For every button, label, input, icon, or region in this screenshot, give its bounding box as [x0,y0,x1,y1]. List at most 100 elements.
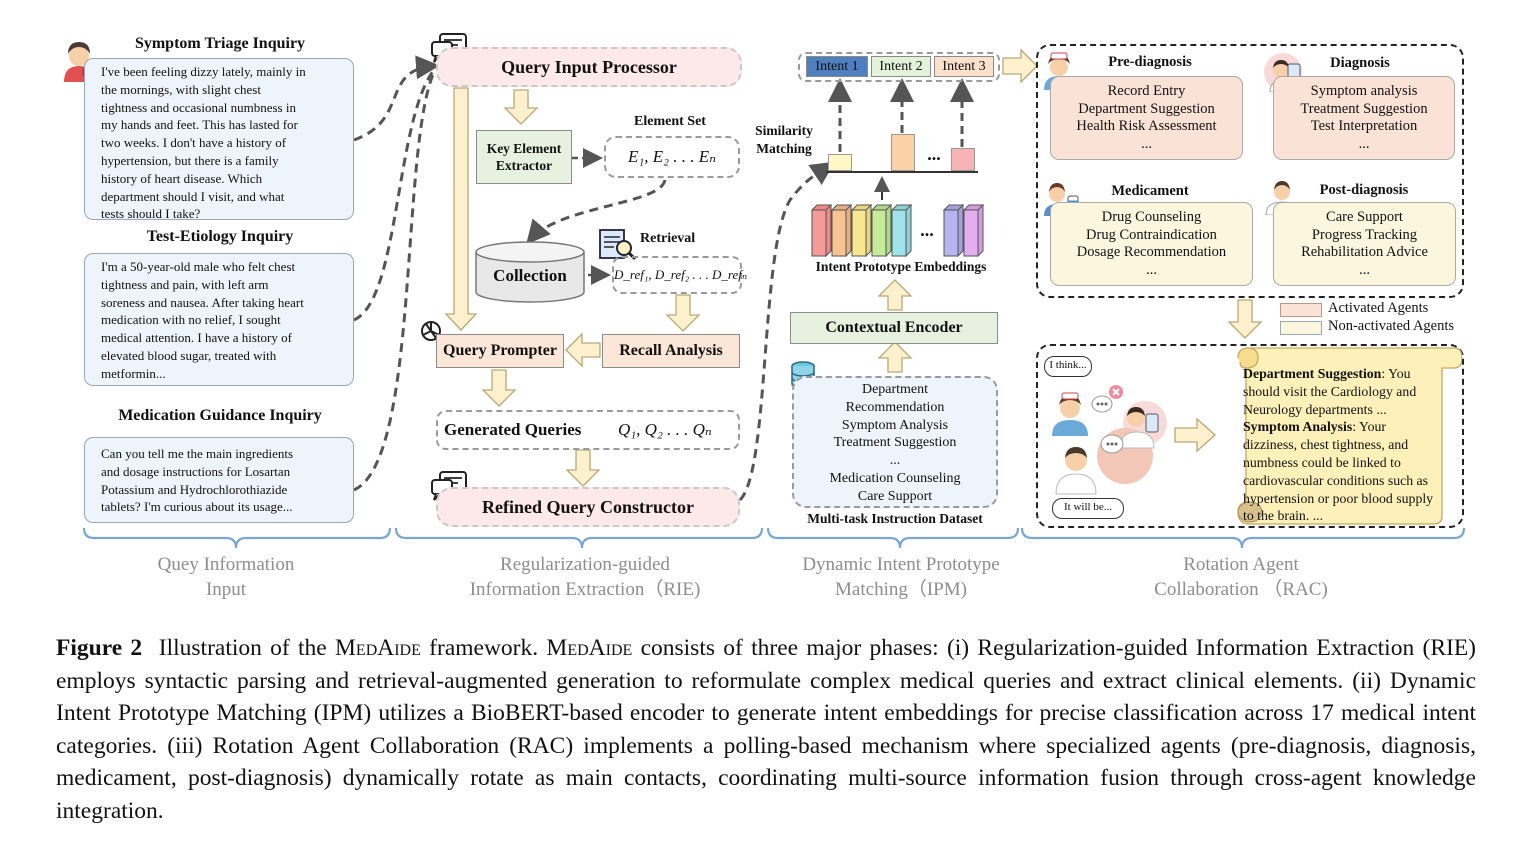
connector-refined-similarity [738,161,835,502]
q2-text-box: I'm a 50-year-old male who felt chest ti… [84,253,354,386]
collection-label: Collection [493,266,567,285]
q1-line: history of heart disease. Which [101,170,263,186]
agents-collaboration-illustration [1050,378,1170,496]
retrieval-icon [598,228,638,262]
pre-diagnosis-item: ... [1141,135,1152,152]
refs-formula: D_ref₁, D_ref₂ . . . D_refₙ [614,267,748,282]
q2-title: Test-Etiology Inquiry [146,228,294,245]
refs-box: D_ref₁, D_ref₂ . . . D_refₙ [612,256,747,294]
key-element-extractor-line: Key Element [486,141,562,156]
caption-part-3: consists of three major phases: (i) Regu… [56,635,1477,824]
q1-line: tightness and occasional numbness in [101,99,296,115]
retrieval-label: Retrieval [640,231,696,246]
instruction-dataset-box: Department Recommendation Symptom Analys… [792,376,998,508]
q1-line: tests should I take? [101,206,201,222]
dataset-line: Recommendation [845,399,945,415]
generated-queries-label: Generated Queries [444,420,582,439]
pre-diagnosis-title: Pre-diagnosis [1108,54,1192,70]
brace-phase2 [394,527,764,549]
similarity-matching-line: Similarity [755,123,813,138]
big-arrow-encoder-embeddings [877,279,913,311]
q2-line: soreness and nausea. After taking heart [101,294,304,310]
legend-non-activated-label: Non-activated Agents [1328,318,1455,334]
query-prompter: Query Prompter [436,334,564,368]
embeddings-ellipsis: ... [920,220,934,240]
recall-analysis: Recall Analysis [602,334,740,368]
dataset-line: Treatment Suggestion [833,435,957,451]
phase-label-2-line: Regularization-guided [500,554,670,575]
dataset-line: Department [861,382,929,397]
similarity-bar-1 [828,154,852,171]
big-arrow-collab-scroll [1174,417,1216,453]
bubble-think: I think... [1044,356,1092,377]
q3-line: Potassium and Hydrochlorothiazide [101,481,288,497]
post-diagnosis-title: Post-diagnosis [1319,182,1409,198]
q3-title: Medication Guidance Inquiry [118,407,322,424]
q2-line: tightness and pain, with left arm [101,276,269,292]
scroll-bold-2: Symptom Analysis [1243,419,1353,435]
scroll-text-1: : You should visit the Cardiology and Ne… [1243,366,1417,417]
diagnosis-box: Symptom analysis Treatment Suggestion Te… [1273,76,1455,160]
intent-2-chip: Intent 2 [871,56,931,77]
legend-non-activated-swatch [1280,321,1322,335]
key-element-extractor-line: Extractor [495,158,553,173]
intents-container [798,52,1000,82]
phase-label-3: Dynamic Intent Prototype Matching（IPM) [770,552,1032,602]
phase-label-3-line: Dynamic Intent Prototype [802,554,1000,575]
pre-diagnosis-box: Record Entry Department Suggestion Healt… [1050,76,1243,160]
brace-phase4 [1020,527,1466,549]
collection-database: Collection [474,240,586,304]
bubble-think-text: I think... [1049,359,1087,371]
q2-line: elevated blood sugar, treated with [101,347,277,363]
query-input-processor: Query Input Processor [436,47,742,87]
big-arrow-processor-extractor [503,89,539,125]
q2-line: metformin... [101,365,166,381]
legend-activated-label: Activated Agents [1328,300,1429,316]
dataset-line: ... [889,453,901,469]
caption-part-1: Illustration of the [158,635,336,661]
phase-label-1: Quey Information Input [110,552,342,602]
contextual-encoder: Contextual Encoder [790,312,998,344]
phase-label-2-line: Information Extraction（RIE) [469,579,701,600]
caption-medaide-1: MedAide [335,635,421,661]
q1-line: my hands and feet. This has lasted for [101,117,298,133]
q1-line: I've been feeling dizzy lately, mainly i… [101,64,306,79]
q2-line: medication with no relief, I sought [101,312,281,328]
key-element-extractor: Key Element Extractor [476,130,572,184]
connector-q1 [353,55,440,142]
brace-phase3 [766,527,1020,549]
diagnosis-item: Symptom analysis [1310,83,1418,99]
big-arrow-generated-refined [565,449,601,487]
q1-line: the mornings, with slight chest [101,81,261,97]
diagnosis-title: Diagnosis [1330,55,1390,71]
q2-line: I'm a 50-year-old male who felt chest [101,259,296,274]
instruction-dataset-label: Multi-task Instruction Dataset [807,511,983,526]
pre-diagnosis-item: Department Suggestion [1078,100,1215,117]
q3-line: and dosage instructions for Losartan [101,463,291,479]
openai-logo-icon [418,318,444,344]
agents-container [1036,44,1464,298]
big-arrow-refs-recall [665,294,701,332]
big-arrow-intents-agents [1002,48,1038,84]
dataset-line: Symptom Analysis [841,417,949,433]
phase-label-4-line: Collaboration （RAC) [1154,579,1328,600]
scroll-bold-1: Department Suggestion [1243,366,1382,381]
post-diagnosis-item: ... [1359,261,1370,278]
bubble-will-text: It will be... [1064,501,1112,513]
phase-label-4: Rotation Agent Collaboration （RAC) [1110,552,1372,602]
figure-caption-label: Figure 2 [56,635,143,661]
q2-line: medical attention. I have a history of [101,330,292,346]
brace-phase1 [82,527,392,549]
generated-queries-formula: Q₁, Q₂ . . . Qₙ [618,420,712,439]
medicament-item: Dosage Recommendation [1076,244,1227,260]
element-set-label: Element Set [634,114,706,129]
response-scroll: Department Suggestion: You should visit … [1236,346,1462,526]
phase-label-4-line: Rotation Agent [1183,554,1299,575]
response-scroll-text: Department Suggestion: You should visit … [1243,365,1443,525]
connector-q2 [353,69,436,322]
big-arrow-dataset-encoder [877,341,913,373]
pre-diagnosis-item: Health Risk Assessment [1076,118,1217,134]
medicament-item: Drug Counseling [1101,209,1202,225]
figure-caption: Figure 2 Illustration of the MedAide fra… [56,632,1476,827]
post-diagnosis-box: Care Support Progress Tracking Rehabilit… [1273,202,1456,286]
